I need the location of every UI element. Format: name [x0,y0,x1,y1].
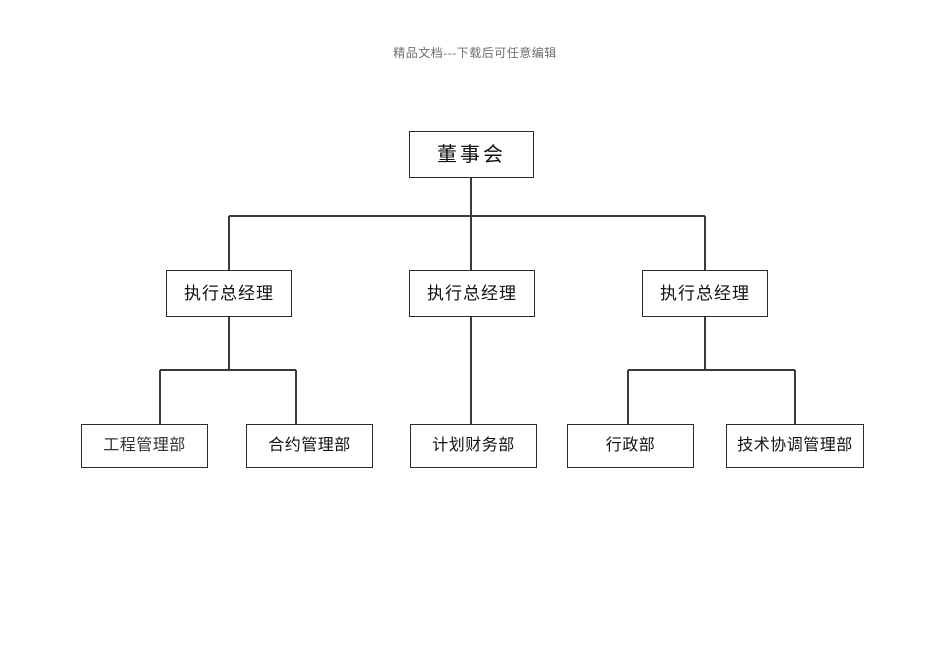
org-node-contract-management-dept[interactable]: 合约管理部 [246,424,373,468]
org-node-engineering-management-dept[interactable]: 工程管理部 [81,424,208,468]
org-node-board[interactable]: 董事会 [409,131,534,178]
org-node-technical-coordination-dept[interactable]: 技术协调管理部 [726,424,864,468]
org-node-administration-dept[interactable]: 行政部 [567,424,694,468]
org-node-planning-finance-dept[interactable]: 计划财务部 [410,424,537,468]
org-node-executive-manager-2[interactable]: 执行总经理 [409,270,535,317]
org-node-executive-manager-1[interactable]: 执行总经理 [166,270,292,317]
page-watermark: 精品文档---下载后可任意编辑 [393,46,557,60]
org-node-executive-manager-3[interactable]: 执行总经理 [642,270,768,317]
